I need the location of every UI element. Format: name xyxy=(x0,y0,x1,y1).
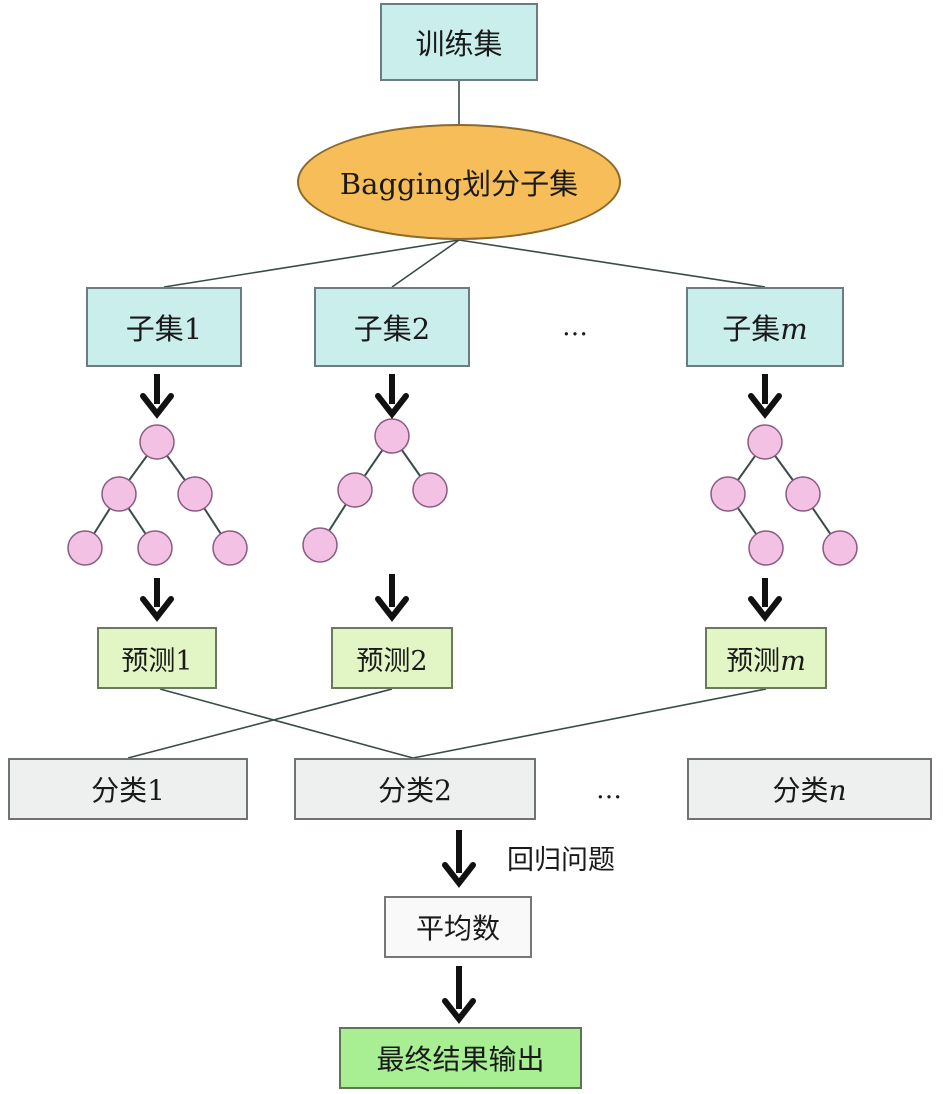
arrow-subset-2-to-tree-head xyxy=(375,393,409,419)
arrow-average-to-final xyxy=(442,966,476,1024)
tree-2 xyxy=(302,418,448,563)
class-ellipsis: … xyxy=(596,775,622,805)
prediction-box-2: 预测2 xyxy=(331,627,453,689)
tree-1-node xyxy=(101,476,137,512)
arrow-tree-m-to-prediction xyxy=(748,578,782,622)
connector-lines xyxy=(127,81,767,759)
line-bagging-to-subset-2 xyxy=(391,239,460,288)
tree-2-node xyxy=(302,527,338,563)
arrow-subset-2-to-tree xyxy=(375,374,409,419)
arrow-subset-m-to-tree-head xyxy=(748,393,782,419)
arrow-subset-1-to-tree xyxy=(140,374,174,419)
final-output-box: 最终结果输出 xyxy=(339,1027,582,1089)
subset-box-1: 子集1 xyxy=(86,287,242,367)
tree-m-node xyxy=(822,530,858,566)
line-bagging-to-subset-m xyxy=(458,239,766,288)
regression-label: 回归问题 xyxy=(507,845,615,876)
flow-arrows xyxy=(140,374,782,1024)
line-bagging-to-subset-1 xyxy=(163,239,460,288)
arrow-tree-m-to-prediction-head xyxy=(748,596,782,622)
class-box-n: 分类n xyxy=(687,758,932,820)
final-output-label: 最终结果输出 xyxy=(376,1043,545,1076)
tree-1-node xyxy=(177,476,213,512)
tree-2-node xyxy=(337,472,373,508)
arrow-subset-m-to-tree xyxy=(748,374,782,419)
tree-1-node xyxy=(67,530,103,566)
class-label-1: 分类1 xyxy=(91,774,165,807)
prediction-label-2: 预测2 xyxy=(356,645,428,677)
tree-icons xyxy=(67,418,858,566)
tree-1 xyxy=(67,424,248,566)
line-prediction-2-to-class-1 xyxy=(127,688,393,759)
subset-label-2: 子集2 xyxy=(353,312,431,346)
subset-label-1: 子集1 xyxy=(125,312,203,346)
prediction-box-m: 预测m xyxy=(705,627,827,689)
tree-m-node xyxy=(747,424,783,460)
arrow-tree-1-to-prediction xyxy=(140,578,174,622)
prediction-label-m: 预测m xyxy=(726,645,806,677)
class-box-2: 分类2 xyxy=(294,758,536,820)
training-set-box: 训练集 xyxy=(380,3,538,81)
bagging-split-label: Bagging划分子集 xyxy=(339,167,579,201)
tree-m-node xyxy=(710,476,746,512)
prediction-box-1: 预测1 xyxy=(97,627,217,689)
tree-2-node xyxy=(412,472,448,508)
training-set-label: 训练集 xyxy=(415,27,503,61)
arrow-tree-2-to-prediction xyxy=(375,574,409,622)
line-prediction-1-to-class-2 xyxy=(159,688,414,759)
class-label-2: 分类2 xyxy=(378,774,452,807)
line-prediction-m-to-class-2 xyxy=(412,688,767,759)
arrow-subset-1-to-tree-head xyxy=(140,393,174,419)
average-box: 平均数 xyxy=(384,896,532,958)
subset-box-m: 子集m xyxy=(686,287,844,367)
class-box-1: 分类1 xyxy=(8,758,248,820)
subset-label-m: 子集m xyxy=(722,312,808,346)
tree-1-node xyxy=(212,530,248,566)
tree-2-node xyxy=(374,418,410,454)
tree-m xyxy=(710,424,858,566)
arrow-class-to-average xyxy=(442,830,476,888)
prediction-label-1: 预测1 xyxy=(121,645,193,677)
arrow-tree-2-to-prediction-head xyxy=(375,596,409,622)
bagging-split-ellipse: Bagging划分子集 xyxy=(297,124,621,240)
arrow-tree-1-to-prediction-head xyxy=(140,596,174,622)
arrow-class-to-average-head xyxy=(442,862,476,888)
class-label-n: 分类n xyxy=(772,774,847,807)
tree-1-node xyxy=(137,530,173,566)
tree-m-node xyxy=(785,476,821,512)
subset-box-2: 子集2 xyxy=(314,287,470,367)
average-label: 平均数 xyxy=(415,912,500,945)
arrow-average-to-final-head xyxy=(442,998,476,1024)
tree-m-node xyxy=(748,530,784,566)
tree-1-node xyxy=(139,424,175,460)
subset-ellipsis: … xyxy=(562,312,588,342)
